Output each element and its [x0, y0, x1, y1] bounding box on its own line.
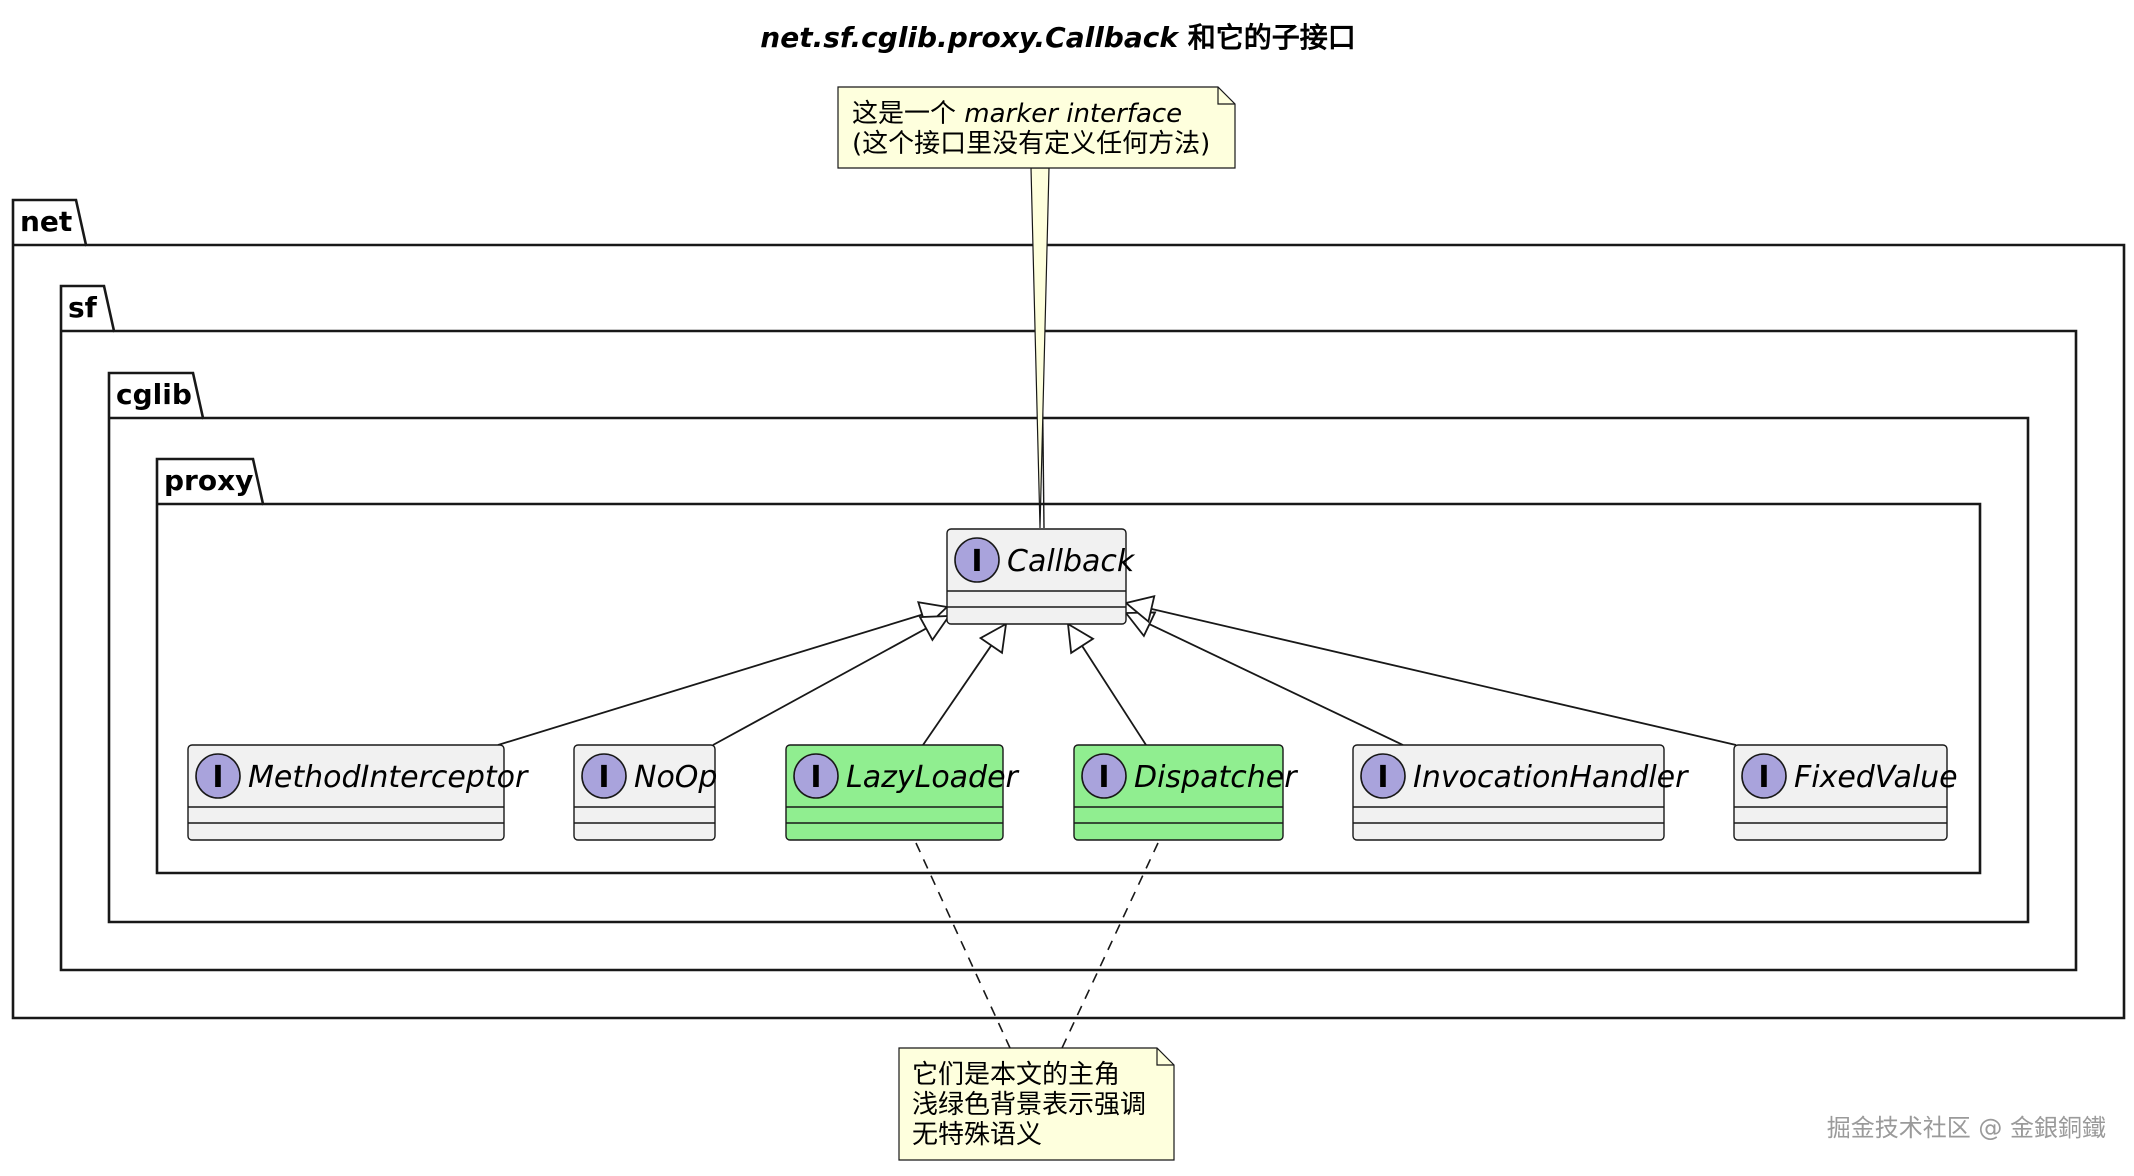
interface-stereotype-icon: [195, 753, 241, 799]
interface-method-interceptor[interactable]: I MethodInterceptor: [187, 744, 529, 841]
interface-fixed-value-name: FixedValue: [1794, 760, 1958, 795]
interface-stereotype-letter: I: [1377, 760, 1388, 795]
interface-stereotype-icon: [954, 537, 1000, 583]
note-marker-line1: 这是一个 marker interface: [852, 99, 1182, 129]
interface-lazy-loader-name: LazyLoader: [846, 760, 1020, 795]
interface-method-interceptor-name: MethodInterceptor: [248, 760, 529, 795]
note-marker-line1-plain: 这是一个: [852, 99, 964, 129]
interface-stereotype-icon: [581, 753, 627, 799]
package-proxy-label: proxy: [164, 464, 253, 497]
edge-dispatcher-to-callback: [1066, 622, 1147, 746]
interface-stereotype-icon: [1081, 753, 1127, 799]
edge-line: [1151, 608, 1737, 746]
note-marker-line2: (这个接口里没有定义任何方法): [852, 129, 1210, 159]
interface-no-op[interactable]: I NoOp: [573, 744, 717, 841]
interface-stereotype-letter: I: [598, 760, 609, 795]
diagram-title: net.sf.cglib.proxy.Callback 和它的子接口: [760, 21, 1355, 54]
interface-invocation-handler-box: [1352, 744, 1665, 841]
diagram-title-italic: net.sf.cglib.proxy.Callback: [760, 21, 1180, 54]
interface-stereotype-icon: [793, 753, 839, 799]
interface-stereotype-icon: [1741, 753, 1787, 799]
edge-line: [922, 644, 993, 746]
interface-lazy-loader[interactable]: I LazyLoader: [785, 744, 1020, 841]
note-highlight-line3: 无特殊语义: [912, 1120, 1042, 1150]
interface-stereotype-letter: I: [810, 760, 821, 795]
diagram-title-plain: 和它的子接口: [1178, 21, 1356, 54]
interface-stereotype-letter: I: [1098, 760, 1109, 795]
inheritance-arrowhead: [1066, 622, 1095, 655]
inheritance-arrowhead: [918, 615, 951, 642]
package-cglib-label: cglib: [116, 378, 192, 411]
edge-line: [712, 627, 927, 746]
note-marker-interface[interactable]: 这是一个 marker interface (这个接口里没有定义任何方法): [837, 86, 1236, 529]
interface-invocation-handler[interactable]: I InvocationHandler: [1352, 744, 1689, 841]
edge-lazy-loader-to-callback: [922, 622, 1008, 746]
interface-stereotype-letter: I: [971, 544, 982, 579]
inheritance-arrowhead: [978, 622, 1008, 655]
note-marker-line1-italic: marker interface: [964, 99, 1182, 129]
interface-method-interceptor-box: [187, 744, 505, 841]
note-highlight-line2: 浅绿色背景表示强调: [912, 1090, 1146, 1120]
edge-line: [1081, 645, 1147, 746]
interface-callback[interactable]: I Callback: [946, 528, 1136, 625]
watermark: 掘金技术社区 @ 金銀銅鐵: [1827, 1114, 2106, 1142]
edge-fixed-value-to-callback: [1124, 595, 1737, 746]
interface-lazy-loader-box: [785, 744, 1004, 841]
interface-fixed-value[interactable]: I FixedValue: [1733, 744, 1958, 841]
package-sf-label: sf: [68, 291, 98, 324]
interface-invocation-handler-name: InvocationHandler: [1413, 760, 1689, 795]
interface-no-op-name: NoOp: [634, 760, 717, 795]
interface-dispatcher-name: Dispatcher: [1134, 760, 1298, 795]
interface-stereotype-icon: [1360, 753, 1406, 799]
inheritance-arrowhead: [1124, 595, 1156, 624]
edge-line: [1149, 623, 1404, 746]
edge-no-op-to-callback: [712, 615, 951, 746]
interface-stereotype-letter: I: [212, 760, 223, 795]
note-highlight-line1: 它们是本文的主角: [912, 1060, 1120, 1090]
interface-fixed-value-box: [1733, 744, 1948, 841]
inheritance-edges: [497, 595, 1737, 746]
note-highlight-explanation[interactable]: 它们是本文的主角 浅绿色背景表示强调 无特殊语义: [898, 842, 1175, 1161]
interface-dispatcher-box: [1073, 744, 1284, 841]
note-highlight-link-lazy-loader: [915, 842, 1011, 1049]
interface-dispatcher[interactable]: I Dispatcher: [1073, 744, 1298, 841]
package-net-label: net: [20, 205, 72, 238]
edge-line: [497, 613, 923, 746]
interface-callback-name: Callback: [1007, 544, 1136, 579]
note-highlight-link-dispatcher: [1061, 842, 1159, 1049]
interface-stereotype-letter: I: [1758, 760, 1769, 795]
